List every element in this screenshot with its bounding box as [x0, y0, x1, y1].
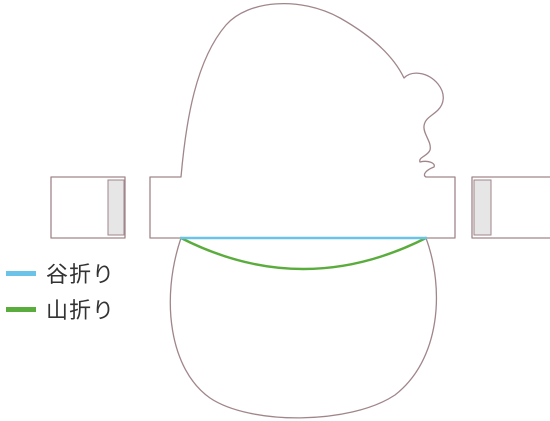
legend-item-mountain-fold: 山折り [6, 294, 115, 324]
lower-body-outline [169, 237, 438, 419]
legend-item-valley-fold: 谷折り [6, 258, 115, 288]
mountain-fold-label: 山折り [46, 299, 116, 324]
mountain-fold-line [179, 236, 428, 271]
upper-body-outline [149, 3, 456, 239]
fold-legend: 谷折り 山折り [6, 258, 115, 330]
valley-fold-swatch [6, 270, 36, 276]
valley-fold-label: 谷折り [46, 263, 116, 288]
mountain-fold-swatch [6, 306, 36, 312]
left-tab-piece [50, 176, 126, 239]
right-tab-glue-margin [473, 179, 492, 236]
right-tab-piece [471, 176, 550, 239]
left-tab-glue-margin [107, 179, 125, 236]
